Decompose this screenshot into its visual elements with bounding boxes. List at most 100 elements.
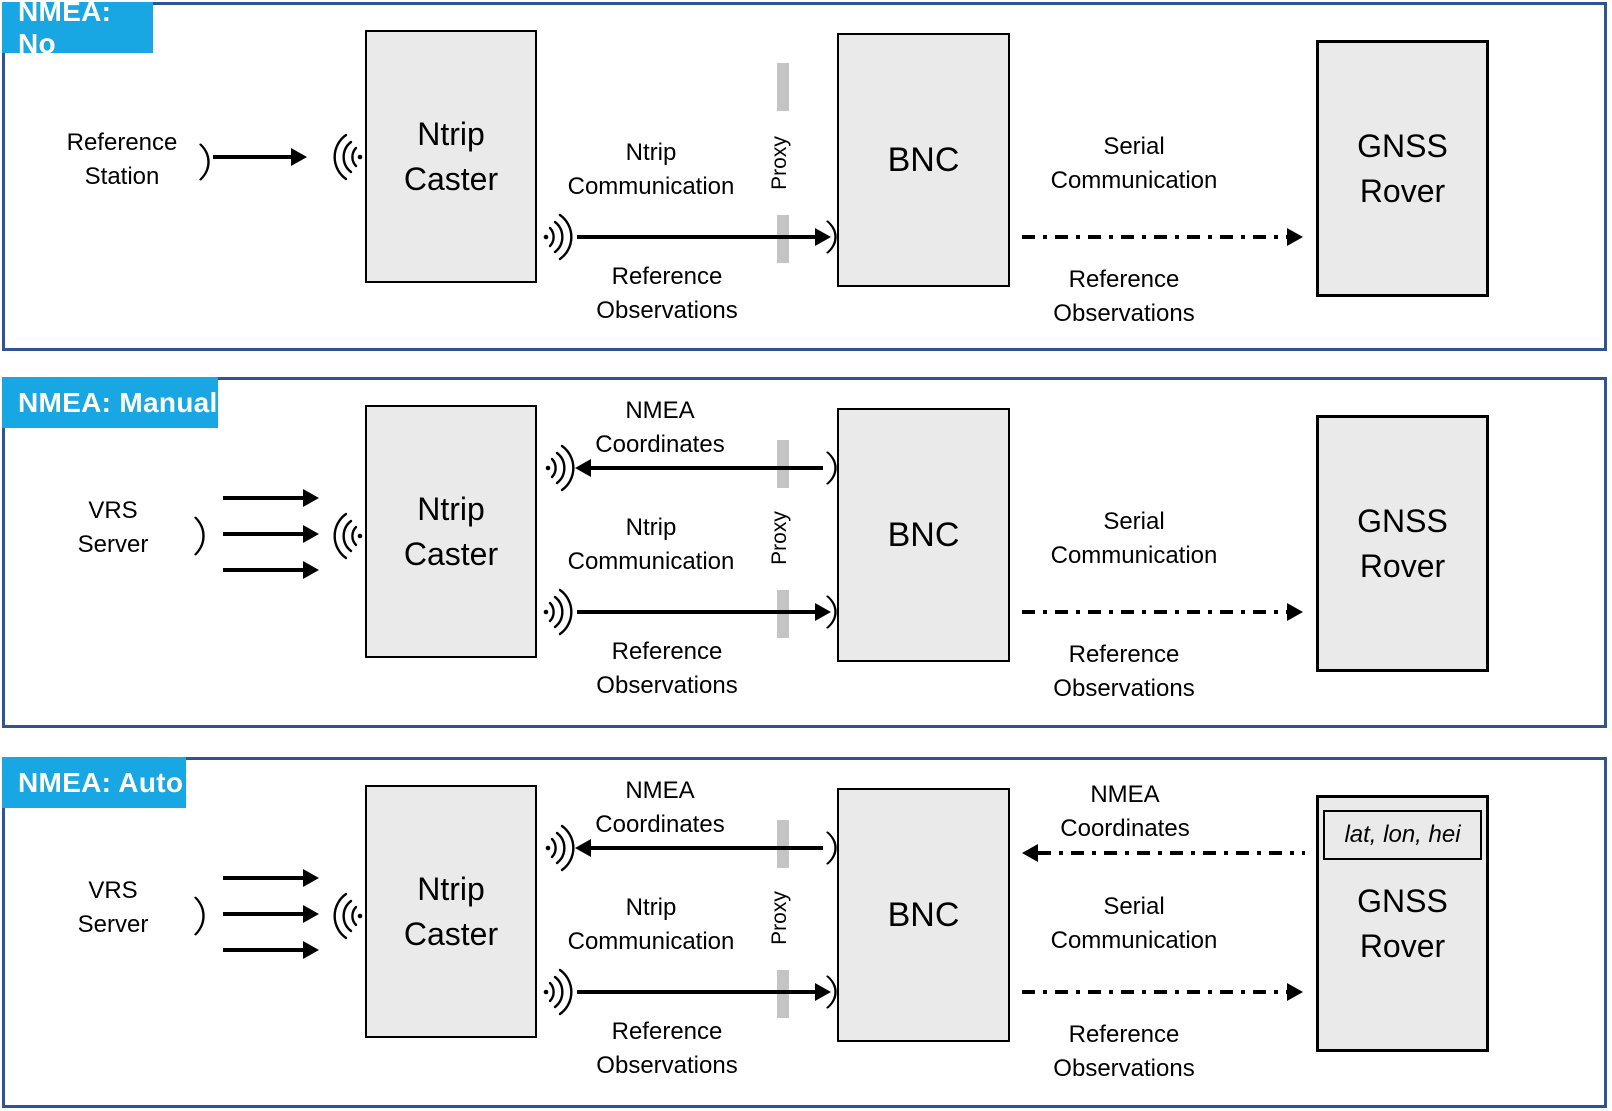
vrs-stream-arrow-2 — [223, 905, 319, 923]
signal-waves-in-icon — [333, 133, 363, 181]
ntrip-caster-box: Ntrip Caster — [365, 405, 537, 658]
rover-title-line1: GNSS — [1357, 502, 1448, 539]
vrs-stream-arrow-1 — [223, 869, 319, 887]
label-line: Serial — [1103, 508, 1165, 535]
label-line: Reference — [611, 638, 723, 665]
gnss-rover-box: lat, lon, hei GNSS Rover — [1316, 795, 1489, 1052]
nmea-coordinates-arrow — [575, 459, 823, 477]
arc-icon — [199, 143, 210, 181]
label-line: NMEA — [625, 777, 695, 804]
bnc-box: BNC — [837, 408, 1010, 662]
label-line: Reference — [611, 263, 723, 290]
ntrip-communication-label: Ntrip Communication — [516, 891, 786, 959]
panel-tag: NMEA: No — [2, 0, 153, 59]
ntrip-caster-title: Ntrip Caster — [404, 867, 498, 957]
ntrip-caster-title: Ntrip Caster — [404, 112, 498, 202]
signal-waves-out-icon — [543, 968, 573, 1016]
reference-observations-mid-label: Reference Observations — [532, 635, 802, 703]
proxy-bar-top — [777, 820, 789, 868]
panel-nmea-manual: NMEA: Manual VRS Server Ntrip Caster Pro… — [2, 377, 1607, 728]
panel-tag-label: NMEA: Manual — [18, 386, 218, 418]
ntrip-caster-title: Ntrip Caster — [404, 487, 498, 577]
rover-title: GNSS Rover — [1357, 879, 1448, 969]
panel-tag-label: NMEA: No — [18, 0, 112, 59]
bnc-box: BNC — [837, 33, 1010, 287]
label-line: Coordinates — [1060, 815, 1190, 842]
rover-title-line2: Rover — [1359, 927, 1446, 964]
panel-tag: NMEA: Auto — [2, 757, 186, 808]
rover-title-line1: GNSS — [1357, 882, 1448, 919]
label-line: Communication — [1050, 167, 1218, 194]
label-line: Observations — [1053, 300, 1195, 327]
label-line: Communication — [1050, 927, 1218, 954]
reference-observations-right-label: Reference Observations — [994, 1018, 1254, 1086]
nmea-coordinates-arrow — [575, 839, 823, 857]
reference-observations-right-label: Reference Observations — [994, 638, 1254, 706]
panel-nmea-auto: NMEA: Auto VRS Server Ntrip Caster Proxy… — [2, 757, 1607, 1108]
serial-communication-label: Serial Communication — [1004, 505, 1264, 573]
label-line: Observations — [596, 297, 738, 324]
label-line: Communication — [567, 928, 735, 955]
gnss-rover-box: GNSS Rover — [1316, 40, 1489, 297]
signal-waves-out-icon — [543, 213, 573, 261]
source-label: VRS Server — [13, 874, 213, 942]
label-line: Ntrip — [625, 894, 677, 921]
label-line: Communication — [567, 173, 735, 200]
label-line: Ntrip — [625, 514, 677, 541]
serial-communication-label: Serial Communication — [1004, 130, 1264, 198]
serial-communication-arrow — [1022, 603, 1303, 621]
rover-title-line2: Rover — [1359, 547, 1446, 584]
panel-tag-label: NMEA: Auto — [18, 766, 184, 798]
nmea-coordinates-label: NMEA Coordinates — [525, 394, 795, 462]
label-line: NMEA — [625, 397, 695, 424]
rover-title-line1: GNSS — [1357, 127, 1448, 164]
arc-icon — [826, 220, 837, 254]
serial-communication-arrow — [1022, 228, 1303, 246]
label-line: Observations — [596, 1052, 738, 1079]
label-line: Communication — [567, 548, 735, 575]
label-line: Ntrip — [625, 139, 677, 166]
nmea-coordinates-right-label: NMEA Coordinates — [995, 778, 1255, 846]
label-line: Communication — [1050, 542, 1218, 569]
label-line: Observations — [596, 672, 738, 699]
nmea-coordinates-serial-arrow — [1022, 844, 1305, 862]
arc-icon — [826, 975, 837, 1009]
serial-communication-label: Serial Communication — [1004, 890, 1264, 958]
rover-title: GNSS Rover — [1357, 124, 1448, 214]
label-line: Observations — [1053, 1055, 1195, 1082]
label-line: Reference — [611, 1018, 723, 1045]
proxy-bar-top — [777, 63, 789, 111]
vrs-stream-arrow-3 — [223, 561, 319, 579]
reference-observations-right-label: Reference Observations — [994, 263, 1254, 331]
ntrip-caster-box: Ntrip Caster — [365, 785, 537, 1038]
vrs-stream-arrow-2 — [223, 525, 319, 543]
signal-waves-out-icon — [545, 444, 575, 492]
signal-waves-out-icon — [545, 824, 575, 872]
caster-title-line1: Ntrip — [417, 115, 485, 152]
label-line: Reference — [1068, 1021, 1180, 1048]
label-line: NMEA — [1090, 781, 1160, 808]
rover-title-line2: Rover — [1359, 172, 1446, 209]
label-line: Serial — [1103, 133, 1165, 160]
ntrip-caster-box: Ntrip Caster — [365, 30, 537, 283]
reference-station-arrow — [213, 148, 307, 166]
vrs-stream-arrow-1 — [223, 489, 319, 507]
rover-coordinates-badge: lat, lon, hei — [1323, 810, 1482, 860]
source-label-line2: Station — [84, 163, 160, 190]
reference-observations-mid-label: Reference Observations — [532, 1015, 802, 1083]
label-line: Coordinates — [595, 431, 725, 458]
bnc-title: BNC — [887, 515, 960, 554]
ntrip-communication-label: Ntrip Communication — [516, 136, 786, 204]
caster-title-line1: Ntrip — [417, 870, 485, 907]
rover-title: GNSS Rover — [1357, 499, 1448, 589]
source-label: Reference Station — [22, 126, 222, 194]
source-label-line2: Server — [77, 531, 149, 558]
reference-observations-mid-label: Reference Observations — [532, 260, 802, 328]
arc-icon — [826, 451, 837, 485]
panel-nmea-no: NMEA: No Reference Station Ntrip Caster … — [2, 0, 1607, 351]
reference-observations-arrow — [577, 603, 831, 621]
source-label: VRS Server — [13, 494, 213, 562]
source-label-line1: VRS — [88, 877, 138, 904]
caster-title-line2: Caster — [403, 915, 499, 952]
caster-title-line1: Ntrip — [417, 490, 485, 527]
